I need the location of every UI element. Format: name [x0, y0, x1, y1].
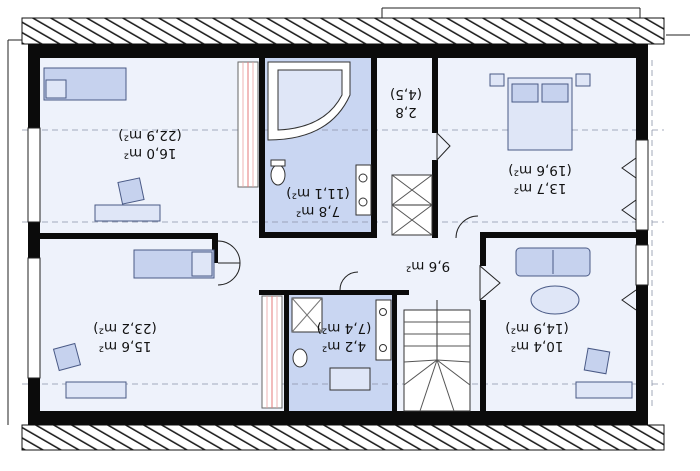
- sofa-lower-right: [515, 247, 591, 277]
- door-swing-small-bath: [339, 271, 359, 291]
- room-area-alt-left-lower: (23,2 m²): [93, 320, 156, 336]
- wall-closet-right-bottom: [432, 160, 438, 238]
- bed-upper-left: [43, 67, 127, 101]
- toilet-small-bath: [292, 348, 308, 368]
- wall-small-bath-right: [392, 290, 397, 412]
- wall-small-bath-left: [284, 290, 289, 412]
- wall-right-mid: [480, 232, 636, 238]
- shower-small-bath: [291, 297, 323, 333]
- bed-lower-left: [133, 249, 215, 279]
- wardrobe-lower: [261, 295, 283, 409]
- sinks-large-bath: [355, 164, 372, 216]
- desk-lower-left: [52, 342, 127, 399]
- window-mark-right-1: [621, 157, 637, 179]
- room-area-alt-right-upper: (19,6 m²): [508, 162, 571, 178]
- room-area-bath-large: 7,8 m²: [296, 203, 340, 219]
- roof-hatch-top: [22, 18, 664, 44]
- corner-bathtub: [267, 61, 351, 141]
- sink-small-bath: [375, 299, 392, 361]
- room-area-hall: 9,6 m²: [406, 258, 450, 274]
- room-area-left-upper: 16,0 m²: [124, 145, 177, 161]
- vanity-small-bath: [329, 367, 371, 391]
- door-swing-left-lower: [217, 262, 241, 286]
- outer-wall-bottom: [28, 411, 648, 425]
- door-swing-right-upper: [455, 215, 479, 239]
- closet-shelves: [391, 174, 433, 236]
- room-area-right-lower: 10,4 m²: [511, 338, 564, 354]
- toilet-large-bath: [270, 164, 286, 186]
- outer-wall-right: [636, 44, 648, 425]
- wall-bath-right: [371, 58, 377, 238]
- wall-right-lower: [480, 300, 486, 412]
- door-swing-right-lower: [479, 264, 501, 302]
- room-area-alt-bath-small: (7,4 m²): [317, 320, 372, 336]
- desk-upper-left: [94, 177, 161, 222]
- room-area-alt-left-upper: (22,9 m²): [118, 127, 181, 143]
- room-area-right-upper: 13,7 m²: [514, 180, 567, 196]
- room-area-closet: 2,8: [395, 104, 416, 120]
- wardrobe-upper: [237, 61, 259, 188]
- room-area-alt-closet: (4,5): [390, 86, 422, 102]
- wall-left-mid: [40, 233, 218, 239]
- table-oval-lower-right: [530, 285, 580, 315]
- wall-left-mid-stub: [212, 233, 218, 263]
- double-bed-upper-right: [489, 73, 591, 151]
- desk-lower-right: [575, 347, 633, 399]
- room-area-alt-right-lower: (14,9 m²): [505, 320, 568, 336]
- outer-wall-top: [28, 44, 648, 58]
- wall-closet-right-top: [432, 58, 438, 133]
- room-area-left-lower: 15,6 m²: [99, 338, 152, 354]
- wall-right-mid-stub: [480, 232, 486, 266]
- room-area-alt-bath-large: (11,1 m²): [286, 185, 349, 201]
- window-mark-right-3: [621, 289, 637, 311]
- wall-bath-left: [259, 58, 265, 238]
- door-swing-closet: [436, 131, 451, 162]
- staircase: [403, 300, 471, 412]
- roof-hatch-bottom: [22, 425, 664, 450]
- wall-small-bath-top: [259, 290, 409, 295]
- room-area-bath-small: 4,2 m²: [322, 338, 366, 354]
- wall-bath-bottom: [259, 232, 377, 238]
- window-mark-right-2: [621, 199, 637, 221]
